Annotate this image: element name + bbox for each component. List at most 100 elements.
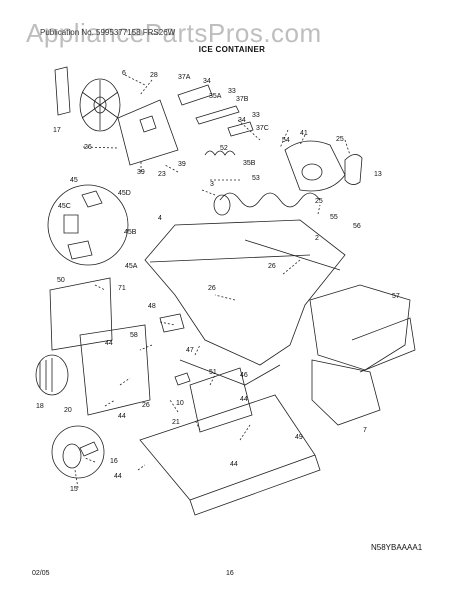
callout: 6 <box>122 70 126 77</box>
diagram-code: N58YBAAAA1 <box>371 543 423 552</box>
callout: 48 <box>148 303 156 310</box>
callout: 39 <box>137 169 145 176</box>
callout: 52 <box>220 145 228 152</box>
callout: 26 <box>84 144 92 151</box>
part-7-cover <box>311 359 381 426</box>
callout: 26 <box>208 285 216 292</box>
part-46-rod <box>179 359 281 386</box>
callout: 44 <box>114 473 122 480</box>
callout: 56 <box>353 223 361 230</box>
callout: 7 <box>363 427 367 434</box>
part-13-deflector <box>344 154 363 185</box>
part-6-fan <box>79 78 121 132</box>
callout: 34 <box>203 78 211 85</box>
part-23-bracket <box>117 99 179 166</box>
part-16-socket <box>79 441 99 457</box>
callout: 45B <box>124 229 137 236</box>
callout: 18 <box>36 403 44 410</box>
callout: 37C <box>256 125 269 132</box>
watermark: AppliancePartsPros.com <box>26 18 322 48</box>
part-45c-bracket <box>63 214 79 234</box>
part-49-shelf <box>139 394 316 501</box>
callout: 35A <box>209 93 222 100</box>
part-3-end <box>213 194 231 216</box>
part-41-housing <box>284 140 346 192</box>
part-18-motor <box>35 354 69 396</box>
part-52-spring <box>204 150 236 156</box>
part-49-channel <box>189 454 321 516</box>
callout: 34 <box>238 117 246 124</box>
leader-lines <box>74 74 351 489</box>
callout: 20 <box>64 407 72 414</box>
callout: 2 <box>315 235 319 242</box>
part-2-rod <box>244 239 341 271</box>
part-4-ice-bin <box>144 219 346 366</box>
callout: 47 <box>186 347 194 354</box>
callout: 25 <box>315 198 323 205</box>
callout: 45C <box>58 203 71 210</box>
callout: 45 <box>70 177 78 184</box>
part-35a-arm <box>195 105 240 125</box>
callout: 71 <box>118 285 126 292</box>
callout: 41 <box>300 130 308 137</box>
part-20-bracket <box>79 324 151 416</box>
callout: 33 <box>228 88 236 95</box>
callout-labels: 6 28 37A 34 35A 33 37B 17 26 39 23 39 52… <box>36 70 400 493</box>
callout: 33 <box>252 112 260 119</box>
callout: 55 <box>330 214 338 221</box>
callout: 16 <box>110 458 118 465</box>
callout: 53 <box>252 175 260 182</box>
part-4-bin-rim <box>149 254 311 263</box>
part-17-strip <box>54 66 71 116</box>
callout: 45D <box>118 190 131 197</box>
part-45-inset <box>47 184 129 266</box>
part-15-bulb <box>62 443 82 469</box>
part-18-fins <box>39 358 53 392</box>
callout: 44 <box>105 340 113 347</box>
footer-page-number: 16 <box>226 570 234 577</box>
callout: 15 <box>70 486 78 493</box>
callout: 37B <box>236 96 249 103</box>
callout: 26 <box>142 402 150 409</box>
footer-date: 02/05 <box>32 570 50 577</box>
part-57-lip <box>351 317 416 373</box>
callout: 17 <box>53 127 61 134</box>
page-header: Publication No. 5995377158 FRS26W <box>40 28 176 37</box>
callout: 45A <box>125 263 138 270</box>
part-37a-cam <box>177 84 213 106</box>
callout: 3 <box>210 181 214 188</box>
callout: 54 <box>282 137 290 144</box>
callout: 44 <box>118 413 126 420</box>
callout: 39 <box>178 161 186 168</box>
callout: 23 <box>158 171 166 178</box>
callout: 21 <box>172 419 180 426</box>
part-23-cutout <box>139 115 157 133</box>
part-71-plate <box>49 277 113 351</box>
callout: 51 <box>209 369 217 376</box>
callout: 49 <box>295 434 303 441</box>
part-57-bucket <box>309 284 411 371</box>
diagram-title: ICE CONTAINER <box>198 45 266 54</box>
callout: 44 <box>240 396 248 403</box>
part-45d-solenoid <box>81 190 103 208</box>
callout: 26 <box>268 263 276 270</box>
part-48-bracket <box>159 313 185 333</box>
part-15-inset <box>51 425 105 479</box>
callout: 57 <box>392 293 400 300</box>
part-41-port <box>301 163 323 181</box>
callout: 50 <box>57 277 65 284</box>
callout: 13 <box>374 171 382 178</box>
callout: 10 <box>176 400 184 407</box>
callout: 46 <box>240 372 248 379</box>
callout: 25 <box>336 136 344 143</box>
part-45a-plate <box>67 240 93 260</box>
part-10-plate <box>189 367 253 433</box>
callout: 58 <box>130 332 138 339</box>
part-6-blades <box>81 80 119 130</box>
callout: 28 <box>150 72 158 79</box>
callout: 4 <box>158 215 162 222</box>
callout: 35B <box>243 160 256 167</box>
callout: 44 <box>230 461 238 468</box>
part-3-auger <box>219 192 321 208</box>
